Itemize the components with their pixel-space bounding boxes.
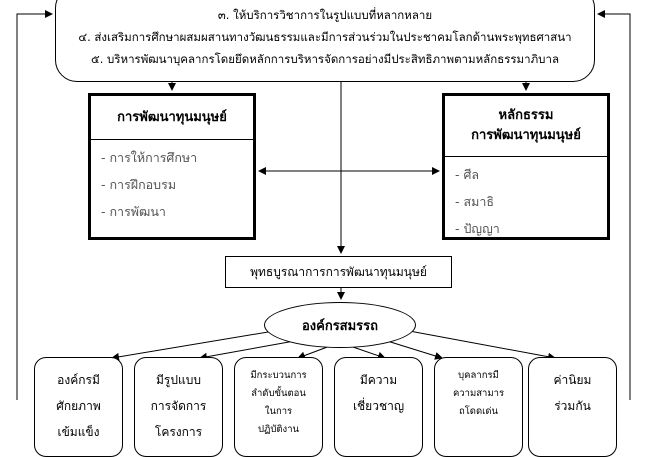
dharma-principle-title: หลักธรรม การพัฒนาทุนมนุษย์	[445, 96, 607, 157]
list-item: - สมาธิ	[455, 194, 495, 209]
outcome-line: ปฏิบัติงาน	[257, 424, 300, 435]
outcome-box-6: ค่านิยม ร่วมกัน	[528, 357, 617, 457]
outcome-line: ค่านิยม	[553, 373, 592, 387]
dharma-title-line1: หลักธรรม	[498, 108, 554, 123]
fan-arrow-3	[297, 345, 331, 360]
mission-line-3: ๓. ให้บริการวิชาการในรูปแบบที่หลากหลาย	[217, 8, 433, 22]
outcome-line: ถโดดเด่น	[458, 406, 499, 417]
outcome-box-2: มีรูปแบบ การจัดการ โครงการ	[134, 357, 223, 457]
list-item: - ศีล	[455, 167, 480, 182]
competent-organization-ellipse: องค์กรสมรรถ	[264, 302, 416, 348]
outcome-box-5: บุคลากรมี ความสามาร ถโดดเด่น	[434, 357, 523, 457]
fan-arrow-4	[349, 345, 386, 360]
dharma-title-line2: การพัฒนาทุนมนุษย์	[471, 128, 581, 143]
outcome-line: เชี่ยวชาญ	[352, 399, 405, 413]
outcome-line: ความสามาร	[452, 388, 505, 399]
human-capital-title: การพัฒนาทุนมนุษย์	[91, 96, 253, 140]
outcome-line: ร่วมกัน	[554, 399, 591, 413]
outcome-box-1: องค์กรมี ศักยภาพ เข้มแข็ง	[34, 357, 123, 457]
human-capital-box: การพัฒนาทุนมนุษย์ - การให้การศึกษา - การ…	[88, 93, 256, 240]
outcome-line: มีรูปแบบ	[156, 373, 201, 387]
mission-line-5: ๕. บริหารพัฒนาบุคลากรโดยยึดหลักการบริหาร…	[91, 52, 559, 66]
mission-line-4: ๔. ส่งเสริมการศึกษาผสมผสานทางวัฒนธรรมและ…	[78, 30, 572, 44]
left-feedback-arrow	[16, 10, 53, 400]
outcome-line: เข้มแข็ง	[57, 425, 100, 439]
outcome-box-4: มีความ เชี่ยวชาญ	[334, 357, 423, 457]
list-item: - ปัญญา	[455, 221, 500, 236]
outcome-line: โครงการ	[154, 425, 203, 439]
dharma-principle-list: - ศีล - สมาธิ - ปัญญา	[445, 157, 607, 242]
outcome-line: มีกระบวนการ	[250, 370, 307, 381]
list-item: - การให้การศึกษา	[101, 150, 198, 165]
outcome-line: มีความ	[359, 373, 398, 387]
outcome-line: ลำดับขั้นตอน	[251, 388, 306, 399]
mission-box: ๓. ให้บริการวิชาการในรูปแบบที่หลากหลาย ๔…	[55, 0, 595, 82]
fan-arrow-6	[403, 329, 556, 361]
outcome-line: องค์กรมี	[57, 373, 100, 387]
dharma-principle-box: หลักธรรม การพัฒนาทุนมนุษย์ - ศีล - สมาธิ…	[442, 93, 610, 240]
outcome-line: บุคลากรมี	[458, 370, 499, 381]
list-item: - การฝึกอบรม	[101, 177, 177, 192]
outcome-box-3: มีกระบวนการ ลำดับขั้นตอน ในการ ปฏิบัติงา…	[234, 357, 323, 457]
list-item: - การพัฒนา	[101, 204, 166, 219]
outcome-line: การจัดการ	[150, 399, 207, 413]
fan-arrow-5	[383, 339, 443, 360]
fan-arrow-2	[199, 339, 301, 361]
outcome-line: ศักยภาพ	[56, 399, 101, 413]
human-capital-list: - การให้การศึกษา - การฝึกอบรม - การพัฒนา	[91, 140, 253, 225]
outcome-line: ในการ	[264, 406, 293, 417]
fan-arrow-1	[111, 329, 281, 361]
integration-box: พุทธบูรณาการการพัฒนาทุนมนุษย์	[225, 256, 452, 288]
right-feedback-arrow	[597, 10, 631, 400]
